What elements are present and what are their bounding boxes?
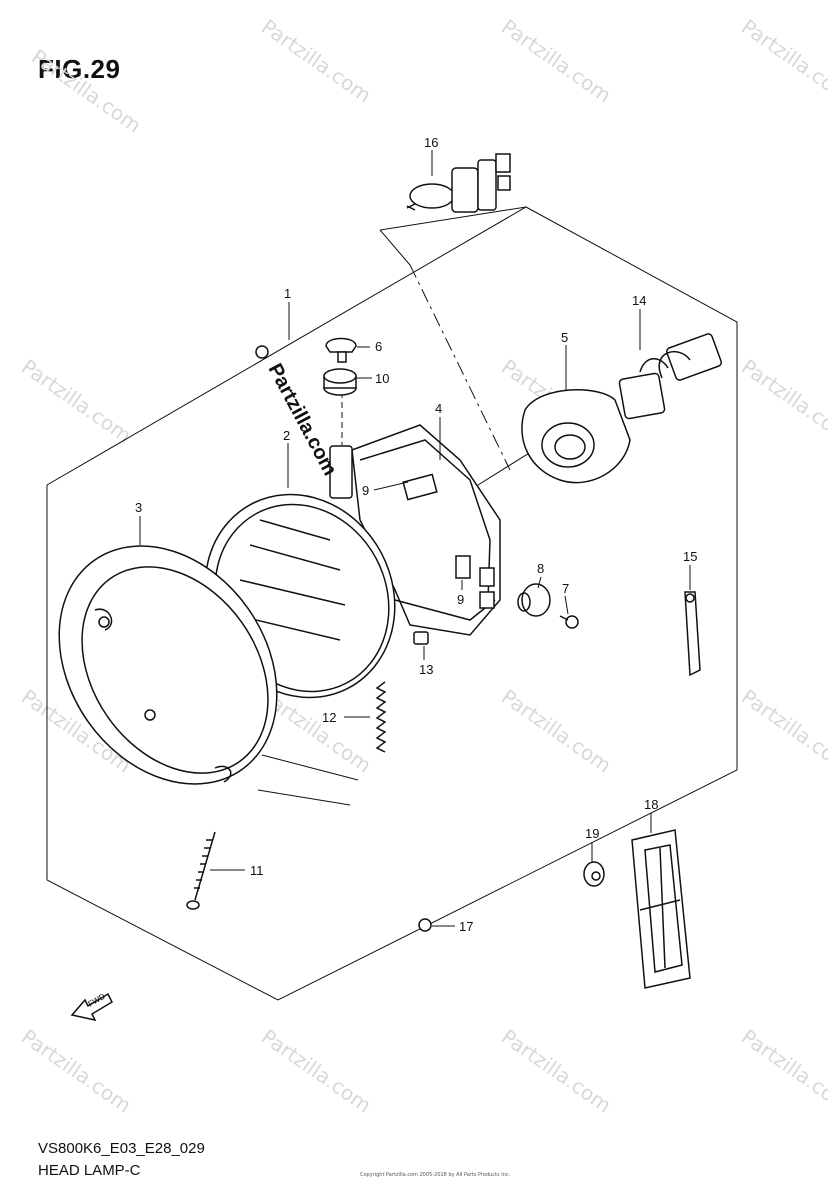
part-7-screw[interactable] <box>559 615 579 629</box>
part-14-connector[interactable] <box>618 333 723 420</box>
part-12-spring[interactable] <box>375 681 387 753</box>
spring-line <box>261 754 359 781</box>
callout-14: 14 <box>632 293 646 308</box>
part-13-nut[interactable] <box>413 631 429 645</box>
watermark: Partzilla.com <box>737 1024 828 1117</box>
leader-lines <box>139 150 691 927</box>
part-3-rim[interactable] <box>14 504 321 826</box>
callout-18: 18 <box>644 797 658 812</box>
watermark: Partzilla.com <box>27 44 146 137</box>
callout-5: 5 <box>561 330 568 345</box>
callout-15: 15 <box>683 549 697 564</box>
callout-6: 6 <box>375 339 382 354</box>
callout-3: 3 <box>135 500 142 515</box>
callout-labels: 1 2 3 4 5 6 7 8 9 9 10 11 12 13 14 15 16… <box>135 135 697 934</box>
copyright: Copyright Partzilla.com 2005-2018 by All… <box>360 1172 511 1178</box>
part-5-socket-cover[interactable] <box>521 389 631 484</box>
bulb-bracket-line <box>379 206 527 231</box>
bulb-center-line <box>409 264 511 471</box>
part-11-screw[interactable] <box>186 831 216 910</box>
callout-11: 11 <box>250 863 264 878</box>
part-19-nut[interactable] <box>583 861 605 887</box>
watermark: Partzilla.com <box>497 1024 616 1117</box>
callout-2: 2 <box>283 428 290 443</box>
part-10-grommet[interactable] <box>323 368 357 396</box>
callout-17: 17 <box>459 919 473 934</box>
watermark: Partzilla.com <box>737 354 828 447</box>
callout-9b: 9 <box>457 592 464 607</box>
part-15-band[interactable] <box>684 591 701 677</box>
callout-13: 13 <box>419 662 433 677</box>
watermark: Partzilla.com <box>257 1024 376 1117</box>
watermark: Partzilla.com <box>497 684 616 777</box>
callout-4: 4 <box>435 401 442 416</box>
spring-line <box>257 789 351 806</box>
callout-8: 8 <box>537 561 544 576</box>
watermark: Partzilla.com <box>17 1024 136 1117</box>
part-1-washer[interactable] <box>255 345 269 359</box>
part-18-reflector[interactable] <box>631 829 691 989</box>
watermark: Partzilla.com <box>737 14 828 107</box>
fwd-arrow: FWD <box>70 992 113 1022</box>
watermark: Partzilla.com <box>497 14 616 107</box>
figure-code: VS800K6_E03_E28_029 <box>38 1140 205 1157</box>
callout-7: 7 <box>562 581 569 596</box>
callout-16: 16 <box>424 135 438 150</box>
watermark: Partzilla.com <box>17 354 136 447</box>
part-6-screw[interactable] <box>325 337 357 363</box>
part-17-screw[interactable] <box>418 918 432 932</box>
figure-title: FIG.29 <box>38 54 121 84</box>
callout-10: 10 <box>375 371 389 386</box>
part-8-cushion[interactable] <box>517 583 551 617</box>
callout-19: 19 <box>585 826 599 841</box>
watermark: Partzilla.com <box>737 684 828 777</box>
watermark: Partzilla.com <box>257 14 376 107</box>
figure-name: HEAD LAMP-C <box>38 1162 141 1179</box>
bulb-bracket-line <box>379 229 411 266</box>
callout-1: 1 <box>284 286 291 301</box>
callout-9a: 9 <box>362 483 369 498</box>
callout-12: 12 <box>322 710 336 725</box>
part-16-bulb[interactable] <box>406 153 511 213</box>
